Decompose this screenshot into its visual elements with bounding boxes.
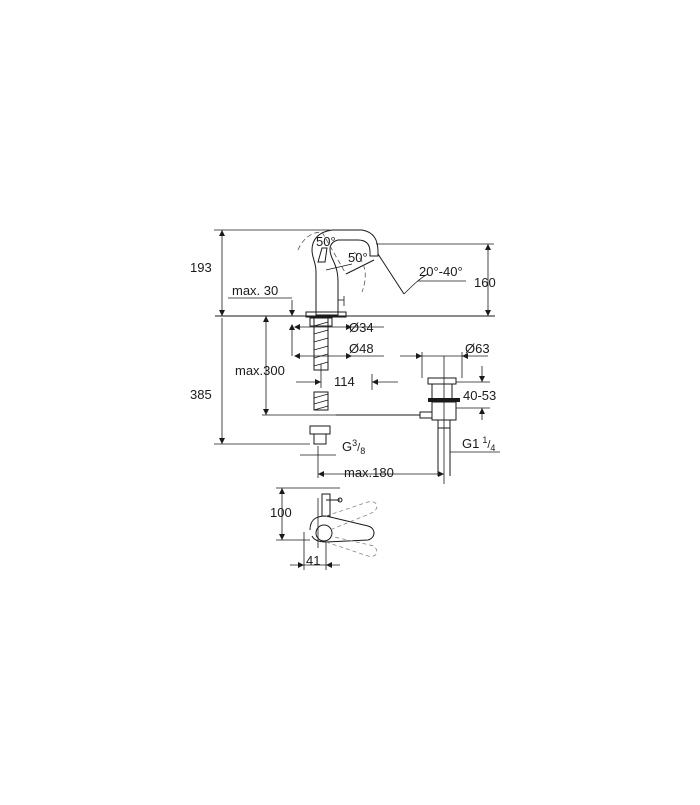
dimension-lines (214, 229, 500, 478)
label-max30: max. 30 (232, 283, 278, 298)
top-spout-hub (315, 524, 333, 542)
label-dia34: Ø34 (349, 320, 374, 335)
top-spout (309, 515, 375, 543)
lever-swing-line (321, 231, 347, 275)
faucet-top-view (276, 487, 378, 570)
top-knob-dot (337, 497, 343, 503)
connector-nut (309, 425, 331, 435)
label-4053: 40-53 (463, 388, 496, 403)
label-top-41: 41 (306, 553, 320, 568)
label-385: 385 (190, 387, 212, 402)
dim-max30-arrow-lower (289, 324, 295, 330)
spout-flow-line (377, 253, 405, 295)
dim-100-arrows (279, 488, 285, 540)
faucet-side-view (215, 229, 495, 445)
dim-48-arrows (294, 353, 352, 359)
angle-ray (345, 259, 375, 275)
lever-swing-arc (297, 231, 323, 251)
dim-max30-arrow (289, 310, 295, 316)
drain-lever-housing (419, 411, 433, 419)
faucet-base (305, 311, 347, 318)
hose-lower (313, 391, 329, 411)
label-dia48: Ø48 (349, 341, 374, 356)
label-max180: max.180 (344, 465, 394, 480)
drain-body-top (431, 384, 453, 401)
label-angle-50-top: 50° (316, 234, 336, 249)
label-angle-50-side: 50° (348, 250, 368, 265)
label-top-100: 100 (270, 505, 292, 520)
connector-body (313, 433, 327, 445)
hose-lower-hatching (313, 393, 329, 411)
faucet-lever (317, 247, 328, 263)
label-160: 160 (474, 275, 496, 290)
dim-34-arrows (294, 324, 352, 330)
drain-flange (427, 377, 457, 385)
dimension-labels: 193 160 385 max. 30 max.300 114 max.180 … (190, 234, 496, 568)
spout-angle-arc (403, 273, 429, 295)
top-lever-base (321, 493, 331, 517)
label-114: 114 (334, 374, 355, 389)
label-max300: max.300 (235, 363, 285, 378)
ghost-spout-1 (325, 501, 378, 531)
hose-hatching (313, 321, 329, 367)
label-thread-g: G3/8 (342, 438, 365, 456)
faucet-body (311, 229, 379, 316)
label-193: 193 (190, 260, 212, 275)
ghost-spout-2 (325, 535, 378, 557)
dim-385-arrow (219, 438, 225, 444)
popup-waste-assembly (336, 356, 460, 484)
side-swing-arc (353, 251, 366, 293)
mount-nut (309, 317, 333, 327)
label-dia63: Ø63 (465, 341, 490, 356)
label-angle-20-40: 20°-40° (419, 264, 463, 279)
angle-ray-2 (325, 263, 353, 271)
